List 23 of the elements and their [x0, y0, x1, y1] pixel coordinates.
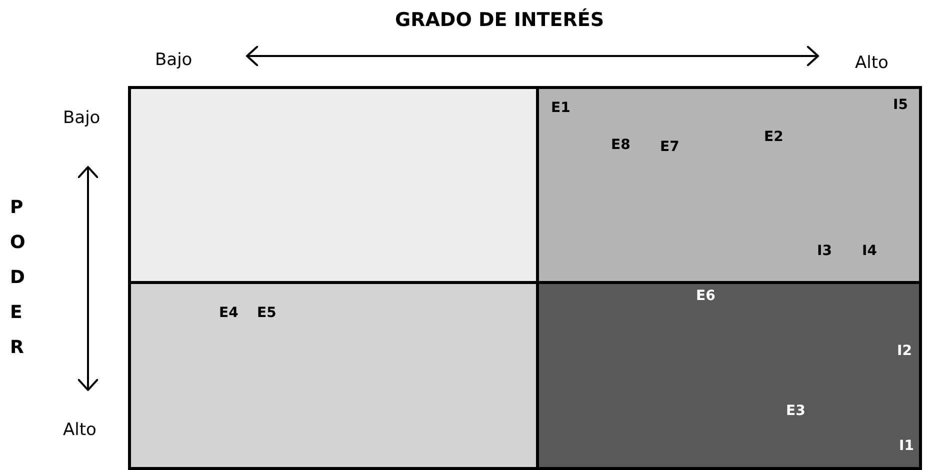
- stakeholder-code: E2: [764, 129, 784, 145]
- axis-label: Alto: [63, 420, 96, 440]
- stakeholder-code: E6: [696, 288, 716, 304]
- stakeholder-code: E3: [786, 403, 806, 419]
- stakeholder-code: E5: [257, 305, 276, 321]
- quadrant-box: [128, 86, 539, 284]
- stakeholder-code: E4: [219, 305, 238, 321]
- quadrant-box: [536, 86, 922, 284]
- axis-title: GRADO DE INTERÉS: [395, 10, 604, 30]
- stakeholder-code: E7: [660, 139, 680, 155]
- stakeholder-code: E8: [611, 137, 630, 153]
- axis-label: Bajo: [155, 50, 192, 70]
- stakeholder-code: I3: [817, 243, 832, 259]
- stakeholder-code: I2: [897, 343, 912, 359]
- stakeholder-code: I5: [893, 97, 908, 113]
- axis-label: Bajo: [63, 108, 100, 128]
- axis-label: Alto: [855, 53, 888, 73]
- stakeholder-code: I4: [862, 243, 877, 259]
- quadrant-box: [536, 281, 922, 470]
- stakeholder-code: I1: [899, 438, 914, 454]
- axis-title: PODER: [10, 196, 24, 360]
- quadrant-box: [128, 281, 539, 470]
- stakeholder-code: E1: [551, 100, 570, 116]
